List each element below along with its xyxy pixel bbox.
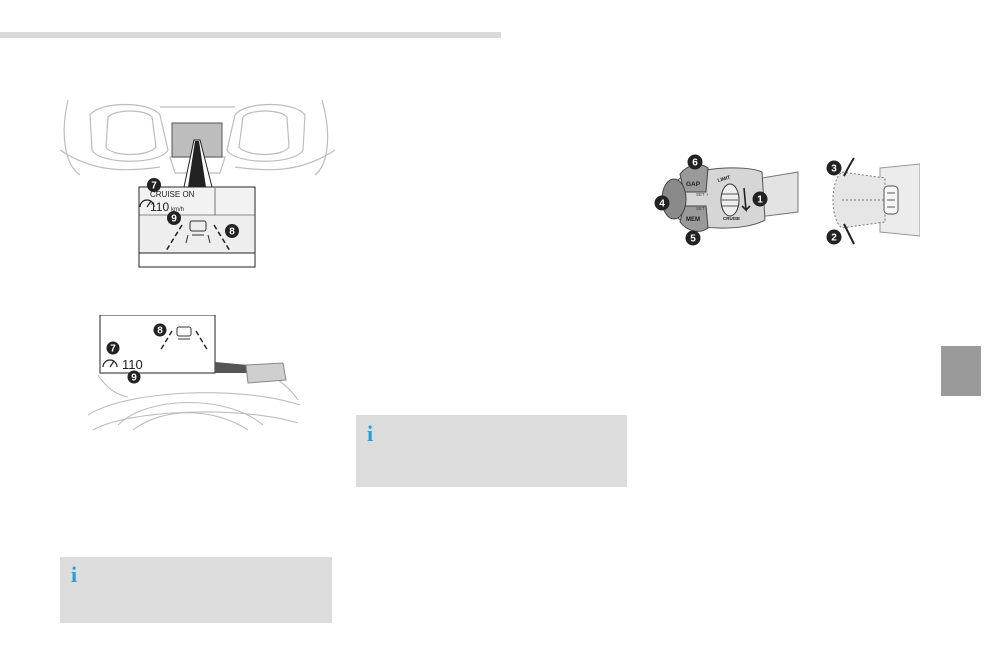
callout-1 — [752, 191, 768, 207]
svg-text:1: 1 — [757, 195, 763, 206]
callout-4 — [654, 195, 670, 211]
leading-vehicle-icon — [185, 220, 211, 244]
set-speed-text: 110 — [150, 200, 169, 214]
instrument-panel-figure: CRUISE ON 110 km/h 7 8 9 — [60, 99, 335, 268]
hud-set-speed-text: 110 — [122, 357, 143, 372]
cruise-control-icon — [102, 359, 118, 368]
callout-6 — [687, 154, 703, 170]
leading-vehicle-icon — [176, 326, 192, 340]
chapter-tab[interactable] — [941, 346, 981, 396]
callout-8 — [225, 224, 239, 238]
cruise-label: CRUISE — [723, 216, 740, 221]
limit-label: LIMIT — [717, 175, 731, 184]
mem-label: MEM — [686, 217, 700, 223]
svg-text:9: 9 — [131, 373, 137, 384]
svg-text:6: 6 — [692, 158, 698, 169]
set-minus-label: SET - — [696, 206, 708, 211]
head-up-display-figure: 110 7 8 9 — [88, 315, 301, 431]
svg-text:8: 8 — [229, 227, 235, 238]
callout-7 — [106, 341, 120, 355]
callout-8 — [153, 323, 167, 337]
info-note-box: i — [356, 415, 627, 487]
set-plus-label: SET + — [696, 192, 709, 197]
info-icon: i — [71, 562, 78, 587]
gap-label: GAP — [686, 181, 701, 188]
thumbwheel-figure: 3 2 — [826, 157, 920, 245]
svg-text:5: 5 — [690, 234, 696, 245]
cruise-stalk-figure: GAP SET + SET - MEM LIMIT CRUISE 1 4 5 6 — [654, 154, 799, 246]
callout-5 — [685, 230, 701, 246]
callout-7 — [147, 178, 161, 192]
callout-3 — [826, 160, 842, 176]
svg-text:9: 9 — [171, 214, 177, 225]
callout-9 — [127, 370, 141, 384]
section-header-bar — [0, 32, 501, 38]
svg-text:7: 7 — [151, 181, 157, 192]
svg-text:7: 7 — [110, 344, 116, 355]
callout-2 — [826, 229, 842, 245]
cruise-control-icon — [139, 199, 155, 208]
cruise-status-text: CRUISE ON — [150, 190, 195, 199]
svg-text:4: 4 — [659, 199, 665, 210]
callout-9 — [167, 211, 181, 225]
svg-text:3: 3 — [831, 164, 837, 175]
svg-text:2: 2 — [831, 233, 837, 244]
info-note-box: i — [60, 557, 332, 623]
info-icon: i — [367, 421, 374, 446]
svg-text:8: 8 — [157, 326, 163, 337]
speed-unit-text: km/h — [171, 207, 184, 213]
